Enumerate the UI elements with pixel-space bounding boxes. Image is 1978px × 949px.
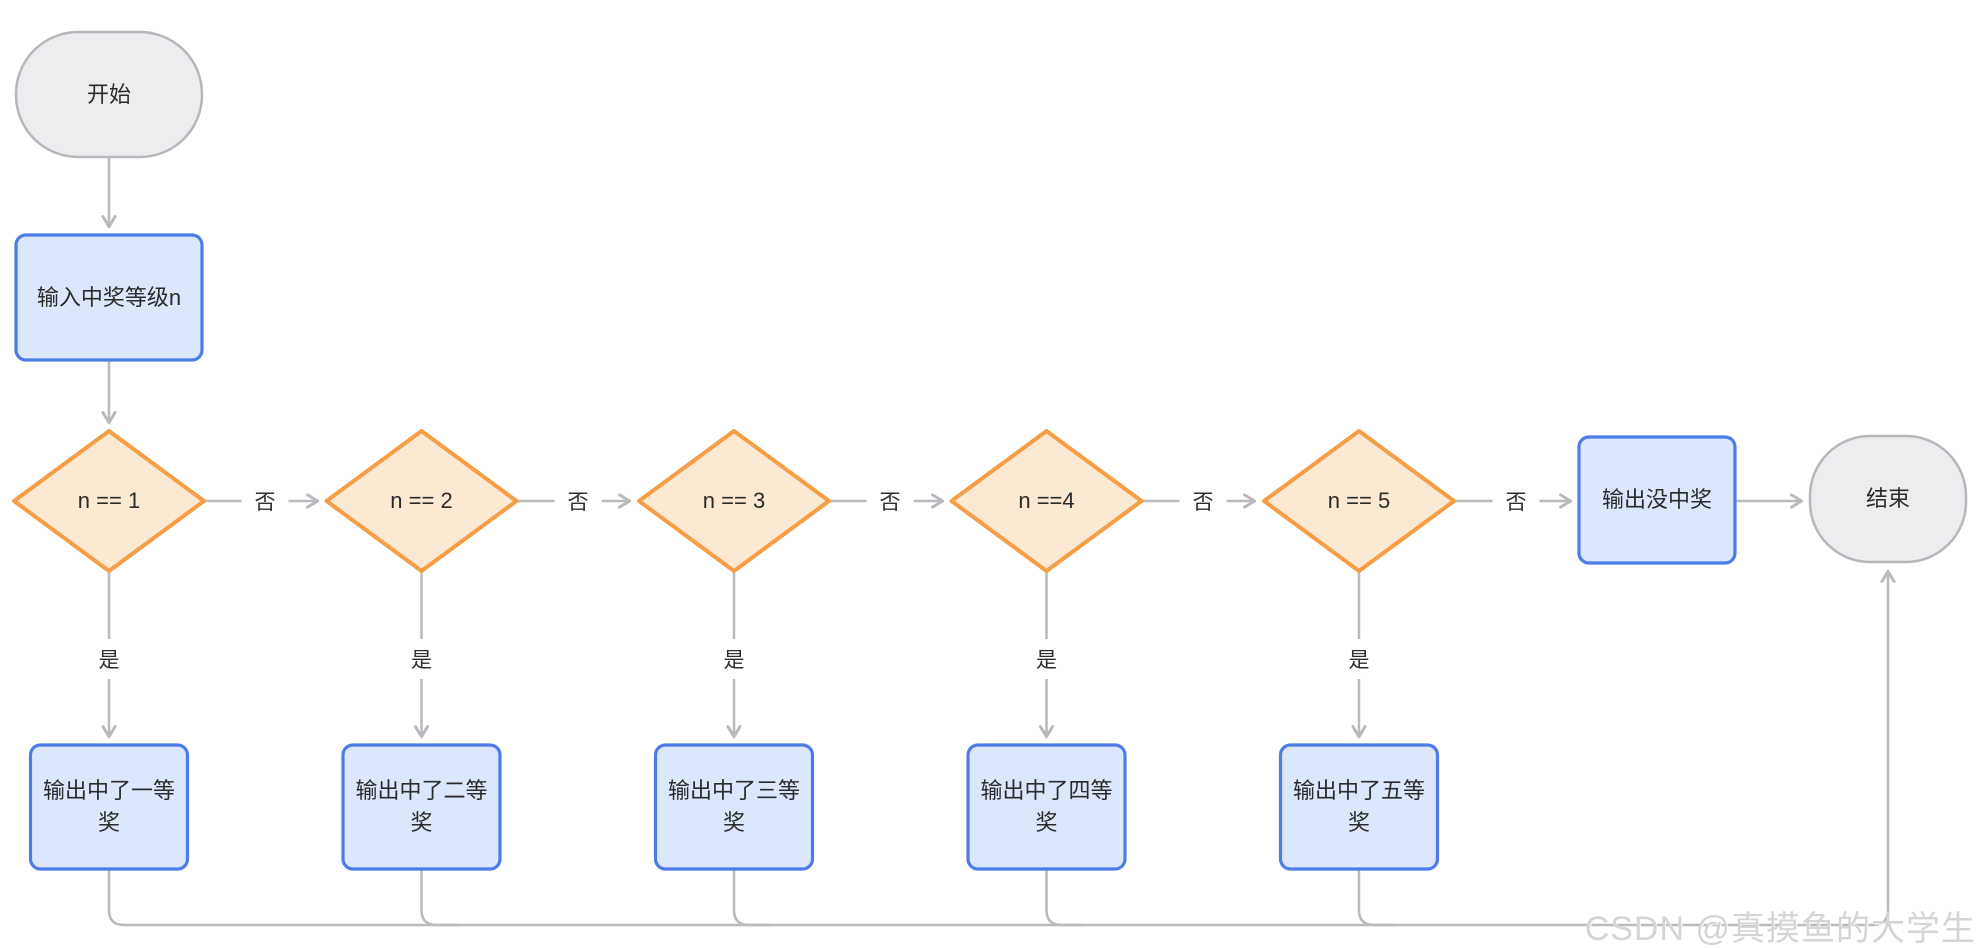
decision-label-5: n == 5 [1327,488,1391,514]
decision-node-2-shape [324,429,519,573]
edge-out3-merge [732,867,774,927]
decision-label-4: n ==4 [1018,488,1075,514]
decision-label-3: n == 3 [702,488,766,514]
output-label-5: 输出中了五等奖 [1292,778,1425,835]
output-label-3: 输出中了三等奖 [667,778,800,835]
edge-out4-merge [1045,867,1087,927]
edge-label-no-4: 否 [1179,481,1227,521]
edge-out5-merge [1357,867,1399,927]
decision-label-2: n == 2 [390,488,453,514]
output-label-1: 输出中了一等奖 [42,778,175,835]
edge-label-no-5: 否 [1492,481,1540,521]
end-node-shape [1808,434,1968,564]
edge-label-yes-3: 是 [710,639,758,679]
csdn-watermark: CSDN @真摸鱼的大学生 [1584,910,1976,948]
decision-node-5-shape [1262,429,1456,573]
decision-node-1-shape [12,429,206,573]
input-node-shape [14,233,204,362]
input-node-label: 输入中奖等级n [36,284,182,310]
decision-label-1: n == 1 [77,488,141,514]
no-prize-node-shape [1577,435,1737,565]
edge-label-no-2: 否 [554,481,602,521]
end-node-label: 结束 [1865,486,1910,512]
decision-node-4-shape [949,429,1144,573]
edge-out1-to-end [107,569,1896,927]
start-node-shape [14,30,204,159]
output-label-2: 输出中了二等奖 [355,778,488,835]
output-node-4-shape [966,743,1127,871]
no-prize-node-label: 输出没中奖 [1601,487,1712,513]
edge-label-yes-1: 是 [85,639,133,679]
output-node-2-shape [341,743,502,871]
edge-label-yes-4: 是 [1023,639,1070,679]
edge-label-yes-2: 是 [398,639,445,679]
start-node-label: 开始 [86,81,131,107]
output-label-4: 输出中了四等奖 [980,778,1113,835]
output-node-3-shape [653,743,815,871]
edge-label-no-3: 否 [866,481,914,521]
edge-out2-merge [420,867,462,927]
edge-label-no-1: 否 [241,481,289,521]
edge-label-yes-5: 是 [1335,639,1383,679]
output-node-5-shape [1278,743,1440,871]
output-node-1-shape [28,743,190,871]
decision-node-3-shape [637,429,831,573]
